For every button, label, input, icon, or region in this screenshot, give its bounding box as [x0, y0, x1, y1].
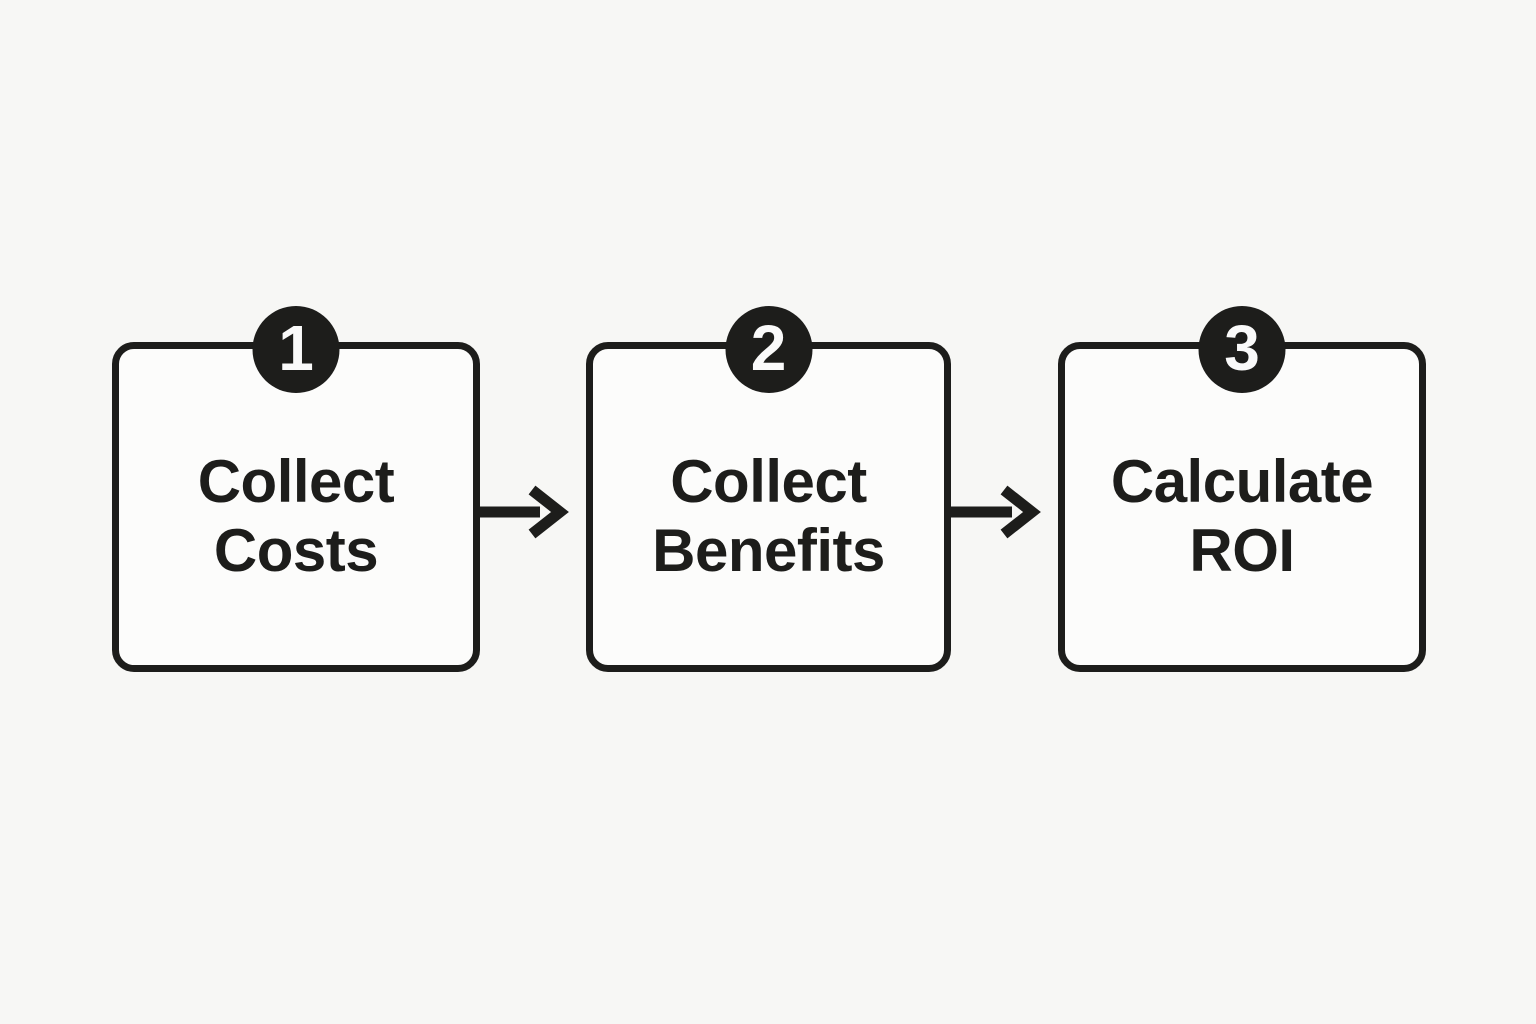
step-label: Collect Benefits — [652, 448, 885, 584]
step-box-collect-costs: 1 Collect Costs — [112, 306, 480, 672]
arrow-head — [528, 485, 569, 539]
step-box-calculate-roi: 3 Calculate ROI — [1058, 306, 1426, 672]
step-number: 3 — [1224, 311, 1260, 384]
step-number-badge: 3 — [1198, 306, 1286, 393]
flow-arrow-icon — [478, 485, 569, 539]
step-number-badge: 1 — [252, 306, 340, 393]
step-number: 2 — [750, 311, 787, 384]
step-box-collect-benefits: 2 Collect Benefits — [586, 306, 951, 672]
step-label: Calculate ROI — [1110, 448, 1374, 584]
flow-arrow-icon — [950, 485, 1041, 539]
arrow-head — [1000, 485, 1041, 539]
step-number: 1 — [278, 311, 314, 384]
step-label: Collect Costs — [197, 448, 395, 584]
step-number-badge: 2 — [725, 306, 812, 393]
